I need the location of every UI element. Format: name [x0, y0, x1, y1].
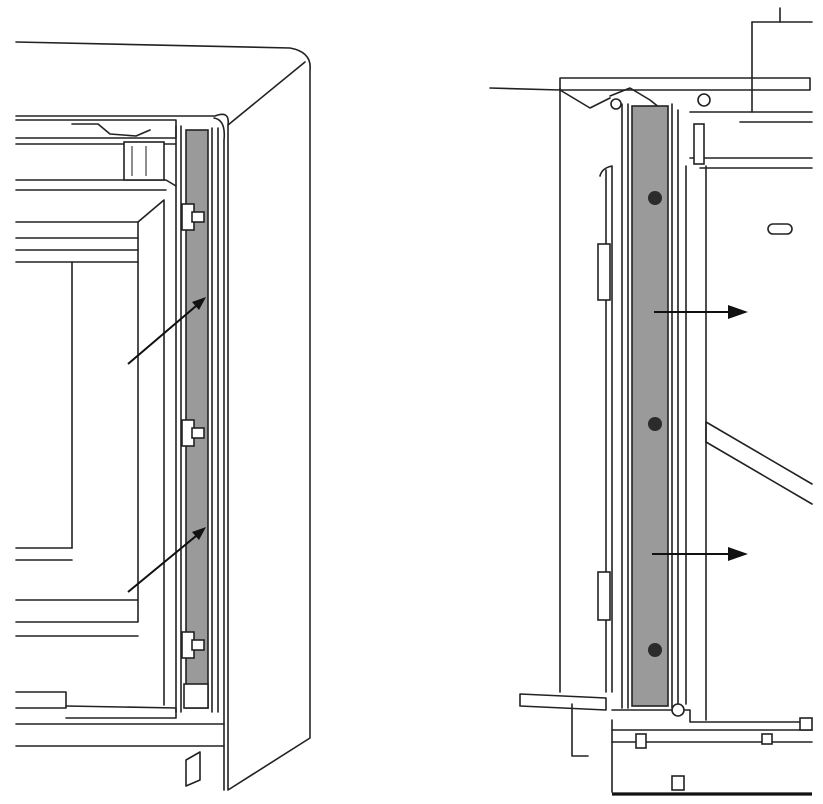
side-rail: [175, 125, 219, 713]
bottom-bracket: [183, 683, 209, 787]
cabinet-inner-edge: [213, 117, 226, 791]
arrow: [127, 527, 206, 593]
top-plate: [489, 7, 813, 169]
cabinet-outline: [15, 41, 311, 791]
clip: [181, 631, 205, 659]
top-frame: [15, 119, 177, 191]
left-view: [15, 41, 311, 791]
fastener: [648, 643, 662, 657]
gray-panel: [631, 105, 669, 707]
inner-frame: [15, 199, 225, 747]
right-column: [621, 103, 707, 721]
clip: [181, 203, 205, 231]
arrow: [652, 547, 748, 561]
fastener: [648, 191, 662, 205]
latch: [597, 243, 611, 301]
diagonal-brace: [705, 421, 813, 505]
arrow: [654, 305, 748, 319]
right-view: [489, 7, 813, 796]
clip: [181, 419, 205, 447]
arrow: [127, 297, 206, 365]
fastener: [648, 417, 662, 431]
bottom-assembly: [519, 693, 813, 796]
slot: [767, 223, 793, 235]
cabinet-top-bevel: [227, 61, 306, 126]
latch: [597, 571, 611, 621]
